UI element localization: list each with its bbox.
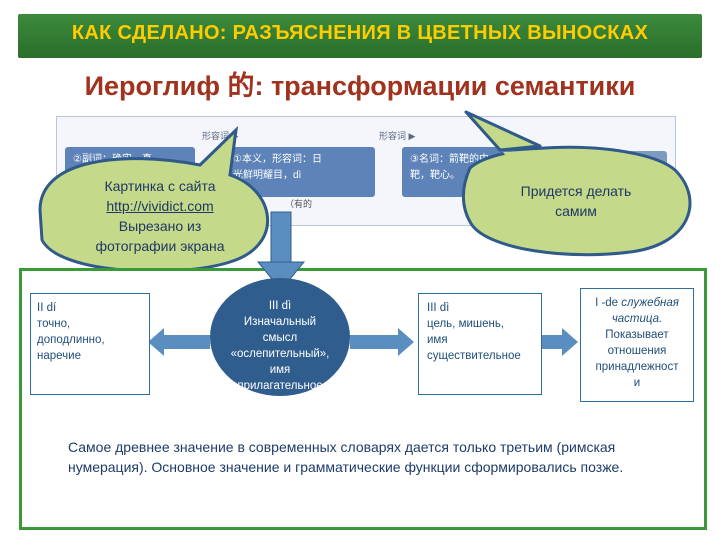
meaning-box-adverb: II dí точно, доподлинно, наречие xyxy=(30,293,150,395)
callout-left-line2: Вырезано из xyxy=(118,218,202,234)
callout-left-line1: Картинка с сайта xyxy=(104,178,216,194)
meaning-adverb-line3: наречие xyxy=(37,350,81,362)
dict-card-noun-line1: ③名词：箭靶的中 xyxy=(410,154,489,165)
meaning-noun-line2: имя xyxy=(427,334,448,346)
meaning-original-line4: имя xyxy=(269,364,291,376)
meaning-original-line3: «ослепительный», xyxy=(230,348,330,360)
meaning-box-noun: III dì цель, мишень, имя существительное xyxy=(418,293,542,395)
right-arrow-icon xyxy=(542,328,578,356)
meaning-particle-title: I -de xyxy=(595,297,619,309)
meaning-adverb-title: II dí xyxy=(37,302,57,314)
callout-left-text: Картинка с сайта http://vividict.com Выр… xyxy=(70,176,250,256)
meaning-original-line2: смысл xyxy=(262,332,298,344)
dict-card-original-line1: ①本义，形容词：日 xyxy=(233,154,322,165)
title-banner: КАК СДЕЛАНО: РАЗЪЯСНЕНИЯ В ЦВЕТНЫХ ВЫНОС… xyxy=(18,14,702,58)
meaning-particle-title-rest: служебная xyxy=(621,297,679,309)
callout-right-bubble xyxy=(462,110,692,257)
dict-fragment: （有的 xyxy=(285,199,313,209)
right-arrow-icon xyxy=(350,328,414,356)
dict-card-original: ①本义，形容词：日 光鲜明耀目，dì xyxy=(225,147,375,197)
meaning-noun-title: III dì xyxy=(427,302,450,314)
callout-right-line1: Придется делать xyxy=(520,183,632,199)
vividict-link[interactable]: http://vividict.com xyxy=(106,198,214,214)
meaning-adverb-line1: точно, xyxy=(37,318,71,330)
dict-card-noun-line2: 靶，靶心。 xyxy=(410,170,460,181)
meaning-noun-line3: существительное xyxy=(427,350,521,362)
meaning-noun-line1: цель, мишень, xyxy=(427,318,505,330)
left-arrow-icon xyxy=(148,328,210,356)
meaning-particle-line5: и xyxy=(633,377,641,389)
meaning-adverb-line2: доподлинно, xyxy=(37,334,105,346)
meaning-original-title: III dì xyxy=(268,300,292,312)
callout-right-text: Придется делать самим xyxy=(486,181,666,221)
dict-card-original-line2: 光鲜明耀目，dì xyxy=(233,170,302,181)
meaning-oval-original: III dì Изначальный смысл «ослепительный»… xyxy=(210,278,350,396)
callout-right-line2: самим xyxy=(555,203,597,219)
dict-card-tag: 形容词 ▶ xyxy=(379,131,416,141)
meaning-original-line1: Изначальный xyxy=(243,316,317,328)
slide-subtitle: Иероглиф 的: трансформации семантики xyxy=(0,64,720,103)
subtitle-prefix: Иероглиф xyxy=(84,71,228,101)
down-arrow-icon xyxy=(256,211,306,291)
callout-left-line3: фотографии экрана xyxy=(95,238,225,254)
meaning-particle-line2: Показывает xyxy=(605,329,669,341)
meaning-particle-line3: отношения xyxy=(607,345,667,357)
explanation-text: Самое древнее значение в современных сло… xyxy=(68,439,624,475)
meaning-original-line5: прилагательное xyxy=(237,380,323,392)
subtitle-suffix: : трансформации семантики xyxy=(254,71,636,101)
meaning-box-particle: I -de служебная частица. Показывает отно… xyxy=(580,288,694,402)
dict-card-tag: 形容词 ▶ xyxy=(202,131,239,141)
meaning-particle-line4: принадлежност xyxy=(595,361,679,373)
subtitle-hanzi: 的 xyxy=(227,71,255,102)
banner-title: КАК СДЕЛАНО: РАЗЪЯСНЕНИЯ В ЦВЕТНЫХ ВЫНОС… xyxy=(71,22,649,44)
meaning-particle-line1: частица. xyxy=(611,313,663,325)
